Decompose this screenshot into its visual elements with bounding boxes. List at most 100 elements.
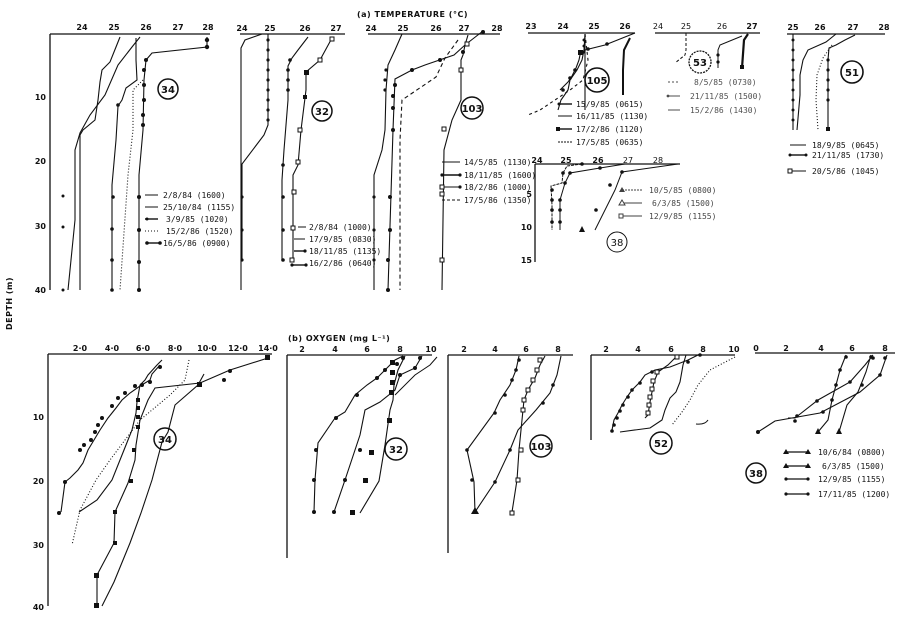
svg-text:24: 24 bbox=[653, 22, 663, 31]
svg-text:15: 15 bbox=[521, 256, 533, 265]
svg-text:5: 5 bbox=[526, 190, 532, 199]
svg-text:2·0: 2·0 bbox=[73, 344, 88, 353]
svg-text:20: 20 bbox=[35, 157, 47, 166]
station-38-circle-temp bbox=[606, 231, 628, 253]
temp-53-markers bbox=[716, 53, 744, 69]
svg-text:28: 28 bbox=[878, 23, 890, 32]
svg-text:4·0: 4·0 bbox=[105, 344, 120, 353]
station-32-circle bbox=[311, 100, 333, 122]
oxygen-station-34-axes bbox=[47, 353, 272, 606]
oxygen-103-markers bbox=[465, 358, 555, 514]
oxygen-103-x-ticks: 2 4 6 8 bbox=[461, 345, 561, 354]
temp-103-x-ticks: 24 25 26 27 28 bbox=[365, 24, 503, 33]
oxygen-38-x-ticks: 0 2 4 6 8 bbox=[753, 344, 888, 353]
svg-text:6/3/85 (1500): 6/3/85 (1500) bbox=[822, 462, 885, 471]
depth-axis-label: DEPTH (m) bbox=[5, 277, 14, 330]
svg-text:26: 26 bbox=[592, 156, 604, 165]
legend-oxygen-38: 10/6/84 (0800) 6/3/85 (1500) 12/9/85 (11… bbox=[783, 448, 890, 499]
oxygen-103-curves bbox=[466, 355, 562, 513]
station-38-circle-oxygen bbox=[745, 462, 767, 484]
svg-text:8: 8 bbox=[700, 345, 706, 354]
station-103-circle bbox=[460, 96, 484, 120]
svg-text:18/2/86 (1000): 18/2/86 (1000) bbox=[464, 183, 531, 192]
svg-text:10: 10 bbox=[728, 345, 740, 354]
svg-text:16/11/85 (1130): 16/11/85 (1130) bbox=[576, 112, 648, 121]
oxygen-32-markers bbox=[312, 356, 422, 515]
svg-text:20: 20 bbox=[33, 477, 45, 486]
svg-text:27: 27 bbox=[330, 24, 341, 33]
station-label-t51: 51 bbox=[845, 68, 859, 79]
svg-text:8·0: 8·0 bbox=[168, 344, 183, 353]
svg-text:16/2/86 (0640): 16/2/86 (0640) bbox=[309, 259, 376, 268]
svg-text:10: 10 bbox=[521, 223, 533, 232]
svg-text:25: 25 bbox=[264, 24, 276, 33]
svg-text:15/9/85 (0615): 15/9/85 (0615) bbox=[576, 100, 643, 109]
svg-text:12·0: 12·0 bbox=[228, 344, 248, 353]
svg-text:10: 10 bbox=[425, 345, 437, 354]
temp-38-markers bbox=[550, 162, 624, 232]
temp-station-38-axes bbox=[534, 163, 680, 262]
station-label-t34: 34 bbox=[161, 85, 175, 96]
svg-text:10/6/84 (0800): 10/6/84 (0800) bbox=[818, 448, 885, 457]
temp-32-open-markers bbox=[289, 36, 335, 263]
legend-temp-32: 2/8/84 (1000) 17/9/85 (0830) 18/11/85 (1… bbox=[290, 223, 381, 268]
temp-105-x-ticks: 23 24 25 26 bbox=[525, 22, 631, 31]
oxygen-34-x-ticks: 2·0 4·0 6·0 8·0 10·0 12·0 14·0 bbox=[73, 344, 278, 353]
svg-text:6: 6 bbox=[849, 344, 855, 353]
svg-text:6: 6 bbox=[668, 345, 674, 354]
temp-32-markers bbox=[240, 38, 309, 262]
svg-text:8: 8 bbox=[882, 344, 888, 353]
svg-text:23: 23 bbox=[525, 22, 536, 31]
svg-text:15/2/86 (1430): 15/2/86 (1430) bbox=[690, 106, 757, 115]
svg-text:2: 2 bbox=[783, 344, 789, 353]
svg-text:17/5/86 (1350): 17/5/86 (1350) bbox=[464, 196, 531, 205]
temp-103-markers bbox=[372, 30, 485, 292]
svg-text:27: 27 bbox=[623, 156, 633, 165]
svg-text:2: 2 bbox=[603, 345, 609, 354]
temp-32-x-ticks: 24 25 26 27 bbox=[236, 24, 341, 33]
svg-text:18/11/85 (1600): 18/11/85 (1600) bbox=[464, 171, 536, 180]
svg-text:26: 26 bbox=[299, 24, 311, 33]
svg-text:4: 4 bbox=[332, 345, 338, 354]
svg-text:21/11/85 (1730): 21/11/85 (1730) bbox=[812, 151, 884, 160]
svg-text:10: 10 bbox=[35, 93, 47, 102]
svg-text:10/5/85 (0800): 10/5/85 (0800) bbox=[649, 186, 716, 195]
temp-32-curves bbox=[240, 33, 333, 290]
station-label-o34: 34 bbox=[158, 435, 172, 446]
svg-text:27: 27 bbox=[172, 23, 183, 32]
station-label-o38: 38 bbox=[749, 469, 763, 480]
legend-temp-103: 14/5/85 (1130) 18/11/85 (1600) 18/2/86 (… bbox=[439, 158, 536, 205]
svg-text:17/11/85 (1200): 17/11/85 (1200) bbox=[818, 490, 890, 499]
svg-text:26: 26 bbox=[430, 24, 442, 33]
temp-34-x-ticks: 24 25 26 27 28 bbox=[76, 23, 214, 32]
oxygen-station-103-axes bbox=[447, 354, 573, 553]
svg-text:14·0: 14·0 bbox=[258, 344, 278, 353]
temp-38-x-ticks: 24 25 26 27 28 bbox=[531, 156, 663, 165]
temp-34-markers bbox=[61, 37, 210, 292]
station-label-o103: 103 bbox=[531, 442, 552, 453]
svg-text:4: 4 bbox=[635, 345, 641, 354]
station-label-o32: 32 bbox=[389, 445, 403, 456]
svg-text:27: 27 bbox=[458, 24, 469, 33]
temp-51-x-ticks: 25 26 27 28 bbox=[787, 23, 890, 32]
svg-text:24: 24 bbox=[365, 24, 377, 33]
svg-text:25: 25 bbox=[588, 22, 600, 31]
svg-text:24: 24 bbox=[557, 22, 569, 31]
oxygen-38-curves bbox=[757, 354, 888, 433]
oxygen-32-curves bbox=[313, 355, 438, 514]
svg-text:30: 30 bbox=[33, 541, 45, 550]
svg-text:26: 26 bbox=[717, 22, 727, 31]
svg-text:25: 25 bbox=[787, 23, 799, 32]
svg-text:18/11/85 (1135): 18/11/85 (1135) bbox=[309, 247, 381, 256]
svg-text:2/8/84 (1000): 2/8/84 (1000) bbox=[309, 223, 372, 232]
svg-text:4: 4 bbox=[492, 345, 498, 354]
legend-temp-34: 2/8/84 (1600) 25/10/84 (1155) 3/9/85 (10… bbox=[145, 191, 235, 248]
station-label-t105: 105 bbox=[587, 76, 608, 87]
panel-b-title: (b) OXYGEN (mg L⁻¹) bbox=[288, 334, 390, 343]
oxygen-52-markers bbox=[610, 353, 702, 433]
svg-text:40: 40 bbox=[33, 603, 45, 612]
temp-103-curves bbox=[373, 30, 484, 291]
station-32-circle-oxygen bbox=[384, 437, 408, 461]
svg-text:10: 10 bbox=[33, 413, 45, 422]
